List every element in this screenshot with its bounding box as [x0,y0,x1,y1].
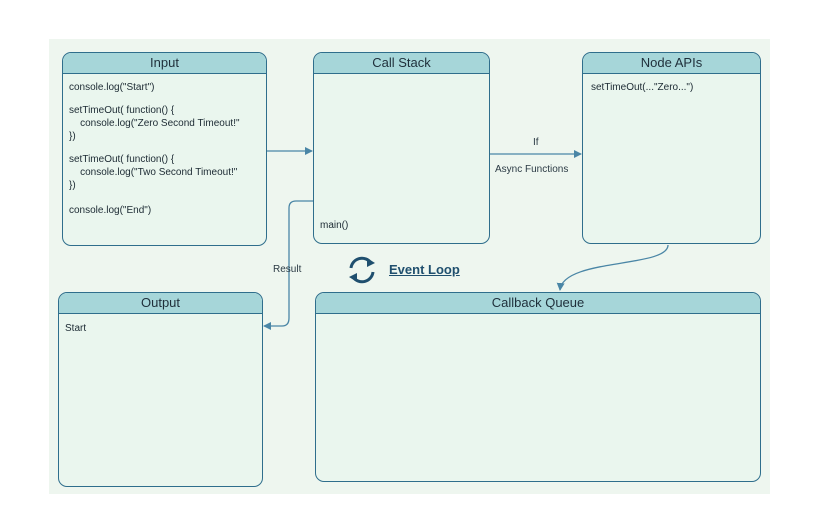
output-box: Output Start [58,292,263,487]
event-loop: Event Loop [345,254,475,286]
input-line-1: console.log("Start") [69,82,155,93]
input-line-8: console.log("End") [69,205,152,216]
label-if: If [533,137,539,148]
input-line-3: console.log("Zero Second Timeout!" [69,118,240,129]
input-box: Input console.log("Start") setTimeOut( f… [62,52,267,246]
input-line-5: setTimeOut( function() { [69,154,175,165]
callback-queue-box: Callback Queue [315,292,761,482]
call-stack-box: Call Stack main() [313,52,490,244]
input-line-7: }) [69,180,76,191]
input-title: Input [63,53,266,74]
node-apis-title: Node APIs [583,53,760,74]
call-stack-frame-main: main() [320,220,349,231]
callback-queue-title: Callback Queue [316,293,760,314]
refresh-cycle-icon [349,256,375,284]
label-async-functions: Async Functions [495,164,569,175]
input-line-4: }) [69,131,76,142]
input-line-2: setTimeOut( function() { [69,105,175,116]
event-loop-label[interactable]: Event Loop [389,262,460,277]
output-title: Output [59,293,262,314]
node-apis-box: Node APIs setTimeOut(..."Zero...") [582,52,761,244]
input-line-6: console.log("Two Second Timeout!" [69,167,238,178]
node-apis-entry: setTimeOut(..."Zero...") [591,82,694,93]
call-stack-title: Call Stack [314,53,489,74]
output-text: Start [65,323,87,334]
label-result: Result [273,264,302,275]
